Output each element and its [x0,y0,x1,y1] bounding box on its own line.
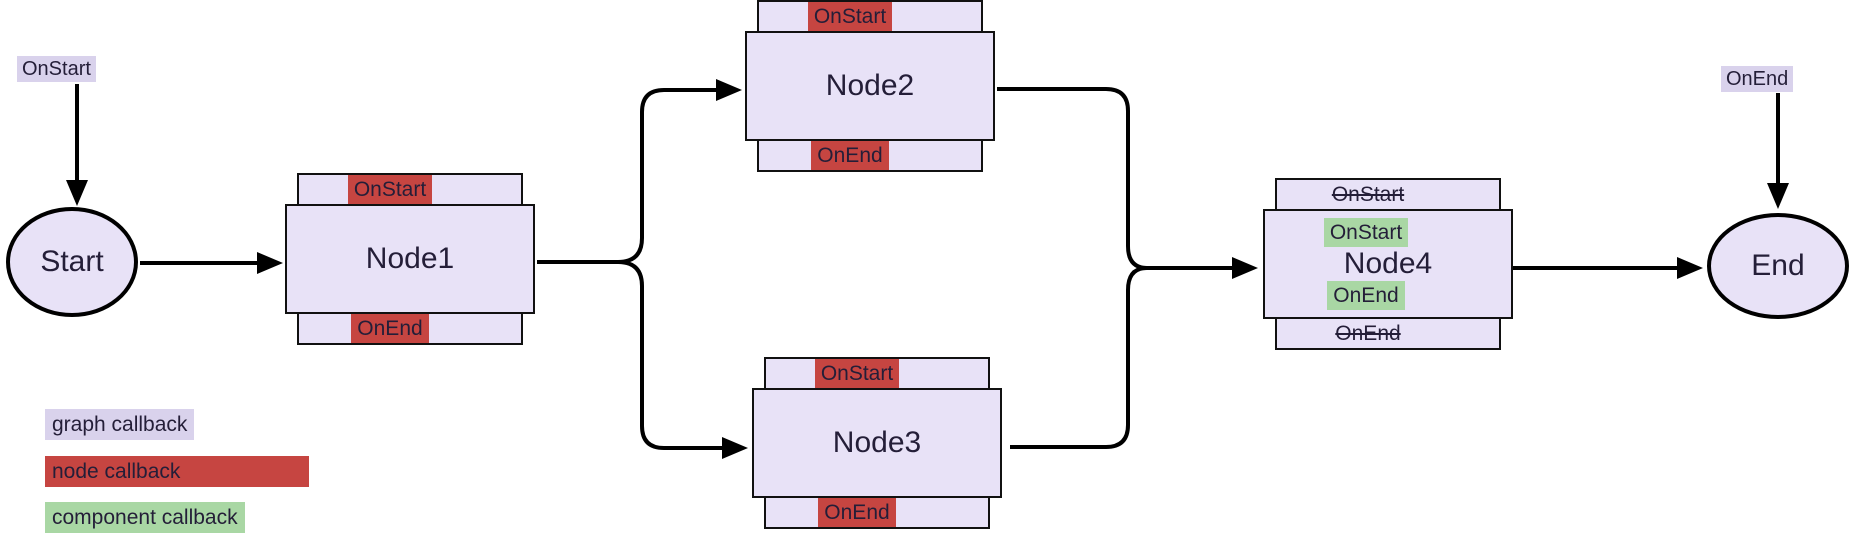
node-node2: OnStart Node2 OnEnd [745,0,995,172]
node1-onend-bar: OnEnd [297,312,523,345]
node1-body: Node1 [285,204,535,314]
node-node3: OnStart Node3 OnEnd [752,357,1002,529]
node-node4: OnStart OnStart Node4 OnEnd OnEnd [1263,178,1513,350]
node2-onstart-bar: OnStart [757,0,983,33]
node4-body: OnStart Node4 OnEnd [1263,209,1513,319]
node1-onstart-bar: OnStart [297,173,523,206]
node2-onend-chip: OnEnd [811,140,889,171]
graph-onend-label: OnEnd [1721,66,1794,92]
arrowhead-node1 [257,252,283,274]
graph-onstart-label: OnStart [17,56,96,82]
node3-title: Node3 [832,426,922,459]
edge-node2-to-merge [997,87,1148,270]
edge-node1-to-node2 [537,88,716,264]
node2-title: Node2 [825,69,915,102]
legend-node-callback: node callback [45,456,309,488]
start-label: Start [40,245,104,278]
arrowhead-end [1677,257,1703,279]
arrowhead-node3 [722,437,748,459]
node3-onend-chip: OnEnd [818,497,896,528]
edge-node1-to-node3 [537,260,722,450]
start-node: Start [6,207,138,317]
node4-disabled-onstart-bar: OnStart [1275,178,1501,211]
node2-body: Node2 [745,31,995,141]
legend-component-callback: component callback [45,502,245,534]
node4-component-onend-chip: OnEnd [1327,280,1405,310]
node3-onstart-bar: OnStart [764,357,990,390]
node4-title: Node4 [1343,247,1433,280]
edge-node3-to-merge [1010,266,1148,449]
node3-onstart-chip: OnStart [814,358,900,389]
node3-body: Node3 [752,388,1002,498]
node3-onend-bar: OnEnd [764,496,990,529]
node4-component-onstart-chip: OnStart [1323,218,1409,248]
legend-graph-callback: graph callback [45,409,195,441]
node1-onstart-chip: OnStart [347,174,433,205]
arrowhead-onend [1767,183,1789,209]
arrowhead-node4 [1232,257,1258,279]
node4-disabled-onend-bar: OnEnd [1275,317,1501,350]
node2-onstart-chip: OnStart [807,1,893,32]
end-node: End [1707,213,1849,319]
node1-title: Node1 [365,242,455,275]
end-label: End [1751,249,1805,282]
node-node1: OnStart Node1 OnEnd [285,173,535,345]
arrowhead-node2 [716,79,742,101]
node2-onend-bar: OnEnd [757,139,983,172]
node1-onend-chip: OnEnd [351,313,429,344]
node4-disabled-onstart-label: OnStart [1331,182,1405,206]
arrowhead-onstart [66,180,88,206]
node4-disabled-onend-label: OnEnd [1335,321,1401,345]
